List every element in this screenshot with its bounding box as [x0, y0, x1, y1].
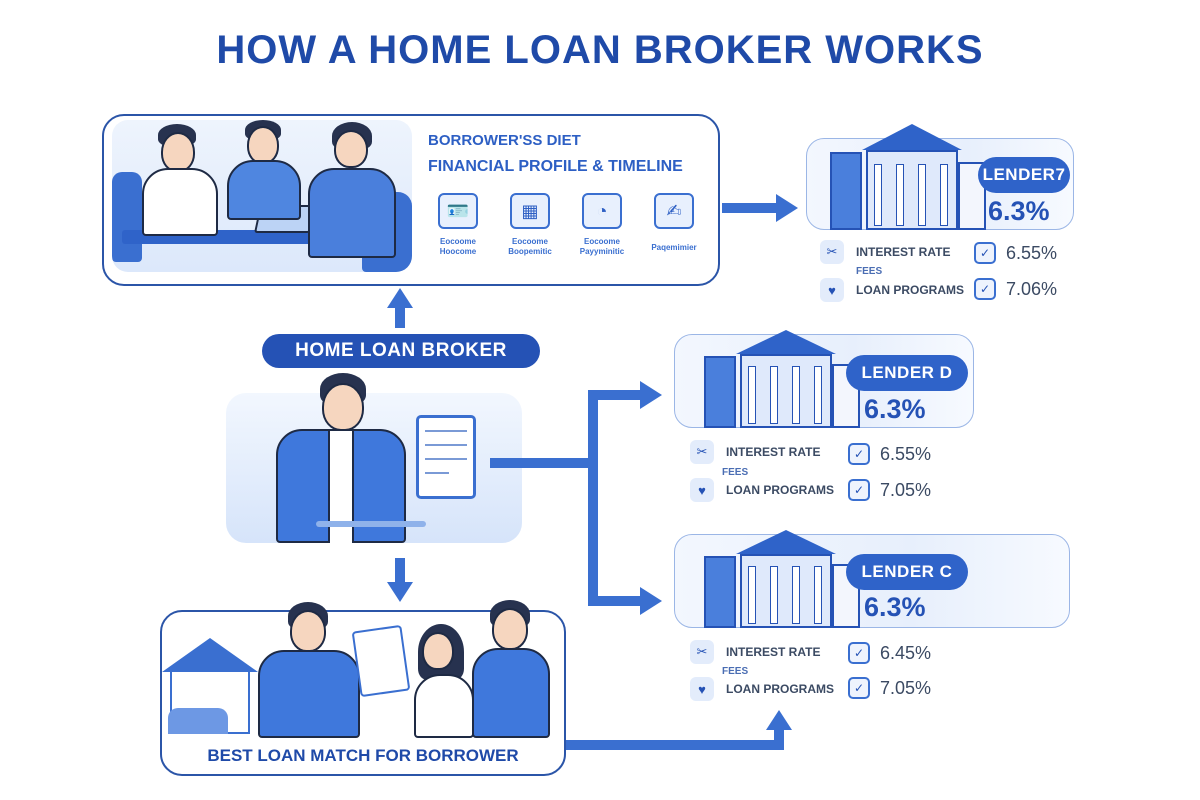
fees-label: FEES [722, 467, 749, 478]
arrow-match-to-lender-c [566, 740, 784, 750]
borrower-person [134, 124, 224, 244]
loan-programs-value-row: ✓ 7.05% [848, 479, 931, 501]
page-title: HOW A HOME LOAN BROKER WORKS [216, 28, 984, 72]
borrower-meeting-illustration [112, 120, 412, 272]
borrower-heading: BORROWER'SS DIET [428, 132, 581, 149]
arrow-head-down-icon [387, 582, 413, 602]
checkbox-check-icon: ✓ [848, 677, 870, 699]
interest-rate-value-row: ✓ 6.55% [848, 443, 931, 465]
interest-rate-icon: ✂ [690, 440, 714, 464]
chair-illustration [112, 172, 142, 262]
arrow-head-right-icon [640, 381, 662, 409]
loan-document-icon [351, 624, 411, 698]
fees-label: FEES [722, 666, 749, 677]
location-pin-icon: ♥ [690, 677, 714, 701]
arrow-head-right-icon [640, 587, 662, 615]
borrower-man-person [468, 600, 552, 738]
lender-7-name: LENDER7 [978, 157, 1070, 193]
interest-rate-row: ✂ INTEREST RATE [690, 440, 820, 464]
clipboard-checklist-icon [416, 415, 476, 499]
interest-rate-value-row: ✓ 6.45% [848, 642, 931, 664]
id-card-icon: 🪪 [438, 193, 478, 229]
loan-programs-row: ♥ LOAN PROGRAMS [820, 278, 964, 302]
home-loan-broker-label: HOME LOAN BROKER [262, 334, 540, 368]
interest-rate-row: ✂ INTEREST RATE [690, 640, 820, 664]
arrow-head-up-icon [387, 288, 413, 308]
interest-rate-icon: ✂ [690, 640, 714, 664]
loan-programs-row: ♥ LOAN PROGRAMS [690, 677, 834, 701]
advisor-person [302, 122, 402, 272]
lender-c-headline-rate: 6.3% [864, 592, 926, 622]
borrower-subheading: FINANCIAL PROFILE & TIMELINE [428, 158, 683, 175]
checkbox-check-icon: ✓ [848, 642, 870, 664]
loan-match-illustration [162, 600, 558, 738]
loan-programs-value-row: ✓ 7.06% [974, 278, 1057, 300]
borrower-woman-person [408, 624, 478, 738]
arrow-broker-to-match [395, 558, 405, 584]
broker-person [254, 602, 364, 738]
bank-building-icon [830, 124, 986, 234]
signature-icon: ✍ [654, 193, 694, 229]
arrow-head-up-icon [766, 710, 792, 730]
spreadsheet-icon: ▦ [510, 193, 550, 229]
broker-illustration [226, 373, 522, 543]
location-pin-icon: ♥ [820, 278, 844, 302]
house-roof-icon [162, 638, 258, 672]
arrow-to-lender-7 [722, 203, 778, 213]
connector-vertical [588, 390, 598, 606]
desk-illustration [316, 521, 426, 527]
document-item: ✍ Paqemimier [648, 193, 700, 263]
checkbox-check-icon: ✓ [974, 242, 996, 264]
connector-broker-to-lenders [490, 458, 590, 468]
loan-programs-value-row: ✓ 7.05% [848, 677, 931, 699]
interest-rate-icon: ✂ [820, 240, 844, 264]
fees-label: FEES [856, 266, 883, 277]
checkbox-check-icon: ✓ [848, 443, 870, 465]
interest-rate-value-row: ✓ 6.55% [974, 242, 1057, 264]
lender-d-headline-rate: 6.3% [864, 394, 926, 424]
lender-d-name: LENDER D [846, 355, 968, 391]
payment-icon: ◔ [582, 193, 622, 229]
location-pin-icon: ♥ [690, 478, 714, 502]
co-borrower-person [217, 120, 307, 240]
bank-building-icon [704, 530, 860, 640]
arrow-head-right-icon [776, 194, 798, 222]
broker-person [266, 373, 416, 543]
arrow-to-lender-d [588, 390, 644, 400]
lender-c-name: LENDER C [846, 554, 968, 590]
best-loan-match-label: BEST LOAN MATCH FOR BORROWER [207, 746, 519, 765]
lender-7-headline-rate: 6.3% [988, 196, 1050, 226]
arrow-broker-to-borrower [395, 306, 405, 328]
checkbox-check-icon: ✓ [974, 278, 996, 300]
bank-building-icon [704, 330, 860, 440]
interest-rate-row: ✂ INTEREST RATE [820, 240, 950, 264]
checkbox-check-icon: ✓ [848, 479, 870, 501]
arrow-to-lender-c [588, 596, 644, 606]
loan-programs-row: ♥ LOAN PROGRAMS [690, 478, 834, 502]
